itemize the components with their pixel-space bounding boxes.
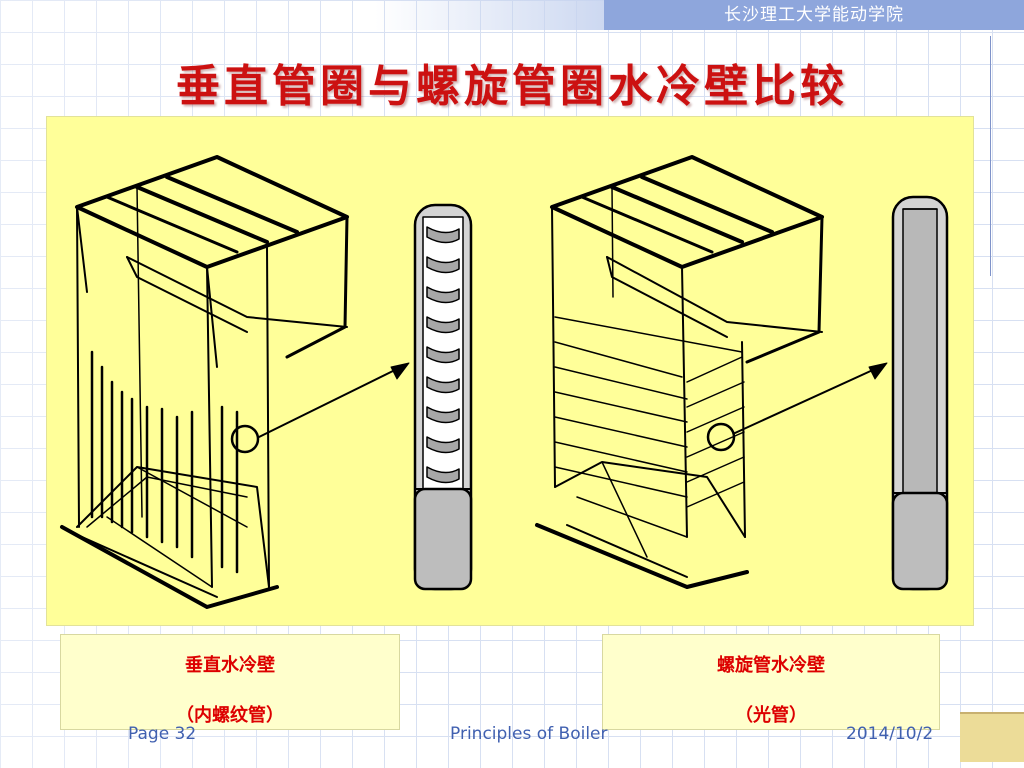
caption-vertical-waterwall: 垂直水冷壁 （内螺纹管）: [60, 634, 400, 730]
slide-date: 2014/10/2: [846, 724, 934, 744]
caption-vertical-subtitle: （内螺纹管）: [176, 705, 284, 726]
header-bar: 长沙理工大学能动学院: [375, 0, 1024, 30]
caption-vertical-title: 垂直水冷壁: [185, 655, 275, 676]
waterwall-diagram: [60, 155, 949, 609]
decorative-line: [990, 36, 991, 276]
slide-footer: Page 32 Principles of Boiler 2014/10/2: [118, 720, 958, 754]
caption-spiral-title: 螺旋管水冷壁: [717, 655, 825, 676]
rifled-tube: [413, 203, 473, 591]
corner-decoration: [960, 712, 1024, 762]
page-number: Page 32: [128, 724, 197, 744]
diagram-panel: [46, 116, 974, 626]
caption-spiral-waterwall: 螺旋管水冷壁 （光管）: [602, 634, 940, 730]
spiral-waterwall-furnace: [535, 155, 888, 589]
caption-spiral-subtitle: （光管）: [735, 705, 807, 726]
slide-title: 垂直管圈与螺旋管圈水冷壁比较: [176, 61, 848, 112]
institution-label: 长沙理工大学能动学院: [604, 0, 1024, 30]
course-name: Principles of Boiler: [450, 724, 608, 744]
smooth-tube: [891, 195, 949, 591]
vertical-waterwall-furnace: [60, 155, 410, 609]
